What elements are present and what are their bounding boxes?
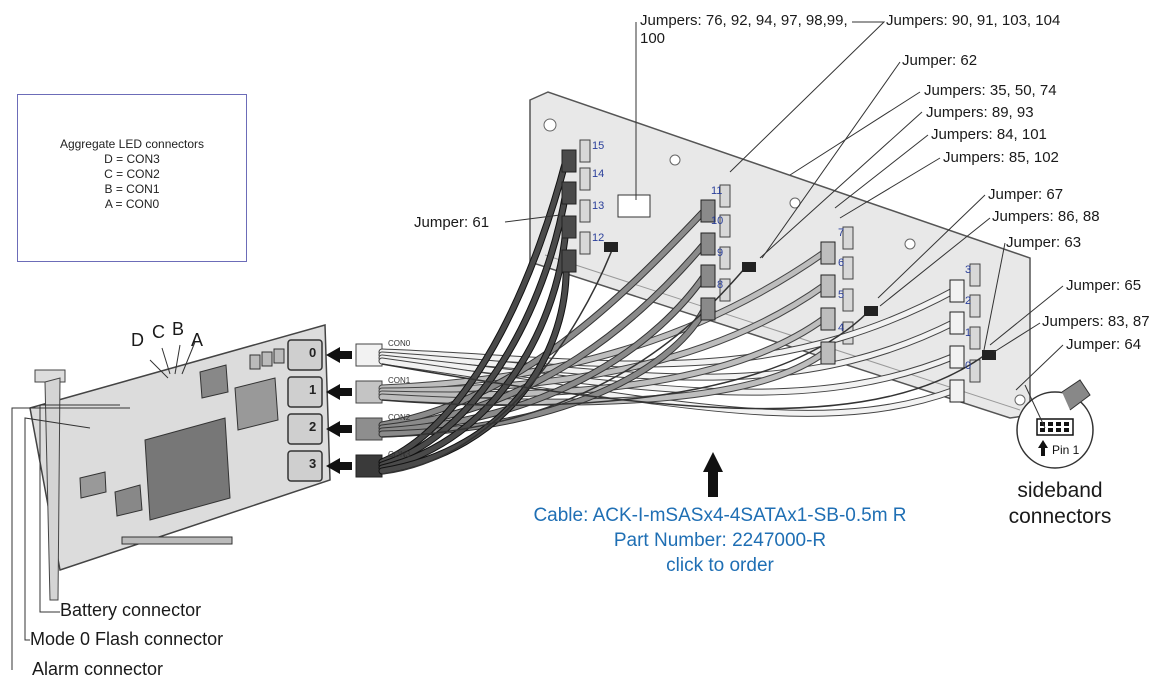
alarm-connector-label: Alarm connector bbox=[32, 659, 164, 679]
jumper-label-85: Jumpers: 85, 102 bbox=[943, 149, 1059, 166]
click-to-order-link[interactable]: click to order bbox=[666, 555, 774, 576]
flash-connector-label: Mode 0 Flash connector bbox=[30, 629, 224, 649]
legend-line: B = CON1 bbox=[104, 182, 160, 196]
battery-connector-label: Battery connector bbox=[60, 600, 202, 620]
jumper-label-83: Jumpers: 83, 87 bbox=[1042, 313, 1150, 330]
slot-number: 9 bbox=[717, 247, 724, 259]
jumper-label-76: Jumpers: 76, 92, 94, 97, 98,99, 100 bbox=[640, 12, 848, 47]
cable-order-link[interactable]: Cable: ACK-I-mSASx4-4SATAx1-SB-0.5m R Pa… bbox=[470, 503, 970, 578]
slot-number: 3 bbox=[965, 264, 972, 276]
port-number: 0 bbox=[309, 345, 317, 360]
jumper-label-61: Jumper: 61 bbox=[414, 214, 490, 231]
jumper-label-65: Jumper: 65 bbox=[1066, 277, 1142, 294]
slot-number: 8 bbox=[717, 279, 724, 291]
port-number: 2 bbox=[309, 419, 317, 434]
jumper-label-86: Jumpers: 86, 88 bbox=[992, 208, 1100, 225]
slot-number: 6 bbox=[838, 257, 845, 269]
jumper-label-62: Jumper: 62 bbox=[902, 52, 978, 69]
port-number: 1 bbox=[309, 382, 317, 397]
raid-chip bbox=[144, 417, 231, 521]
slot-number: 5 bbox=[838, 289, 845, 301]
jumper-label-89: Jumpers: 89, 93 bbox=[926, 104, 1034, 121]
slot-number: 2 bbox=[965, 295, 972, 307]
cable-connector-label: CON2 bbox=[388, 413, 411, 422]
slot-number: 13 bbox=[592, 200, 605, 212]
jumper-label-35: Jumpers: 35, 50, 74 bbox=[924, 82, 1057, 99]
cable-connector-label: CON0 bbox=[388, 339, 411, 348]
slot-number: 11 bbox=[711, 185, 723, 197]
legend-line: A = CON0 bbox=[104, 197, 160, 211]
cable-connector-label: CON1 bbox=[388, 376, 411, 385]
led-label-c: C bbox=[152, 322, 165, 342]
jumper-label-90: Jumpers: 90, 91, 103, 104 bbox=[886, 12, 1061, 29]
slot-number: 4 bbox=[838, 322, 845, 334]
pin-1-label: Pin 1 bbox=[1052, 443, 1080, 457]
slot-number: 7 bbox=[838, 227, 845, 239]
jumper-label-67: Jumper: 67 bbox=[988, 186, 1064, 203]
sideband-line1: sideband bbox=[1017, 479, 1103, 502]
led-label-a: A bbox=[191, 330, 204, 350]
led-label-b: B bbox=[172, 319, 185, 339]
slot-number: 10 bbox=[711, 215, 724, 227]
sideband-line2: connectors bbox=[1008, 505, 1112, 528]
jumper-label-63: Jumper: 63 bbox=[1006, 234, 1082, 251]
slot-number: 15 bbox=[592, 140, 605, 152]
jumper-label-84: Jumpers: 84, 101 bbox=[931, 126, 1047, 143]
cable-part-number[interactable]: Part Number: 2247000-R bbox=[613, 530, 827, 551]
slot-number: 14 bbox=[592, 168, 605, 180]
port-number: 3 bbox=[309, 456, 317, 471]
sideband-connectors-label: sideband connectors bbox=[1000, 478, 1120, 530]
legend-line: C = CON2 bbox=[104, 167, 160, 181]
slot-number: 12 bbox=[592, 232, 605, 244]
slot-number: 1 bbox=[965, 327, 972, 339]
led-legend-box: Aggregate LED connectors D = CON3 C = CO… bbox=[17, 94, 247, 262]
jumper-label-64: Jumper: 64 bbox=[1066, 336, 1142, 353]
legend-title: Aggregate LED connectors bbox=[59, 137, 205, 151]
cable-name[interactable]: Cable: ACK-I-mSASx4-4SATAx1-SB-0.5m R bbox=[533, 505, 907, 526]
led-label-d: D bbox=[131, 330, 144, 350]
legend-line: D = CON3 bbox=[104, 152, 160, 166]
up-arrow-icon bbox=[703, 452, 723, 497]
slot-number: 0 bbox=[965, 360, 972, 372]
cable-connector-label: CON3 bbox=[388, 450, 411, 459]
